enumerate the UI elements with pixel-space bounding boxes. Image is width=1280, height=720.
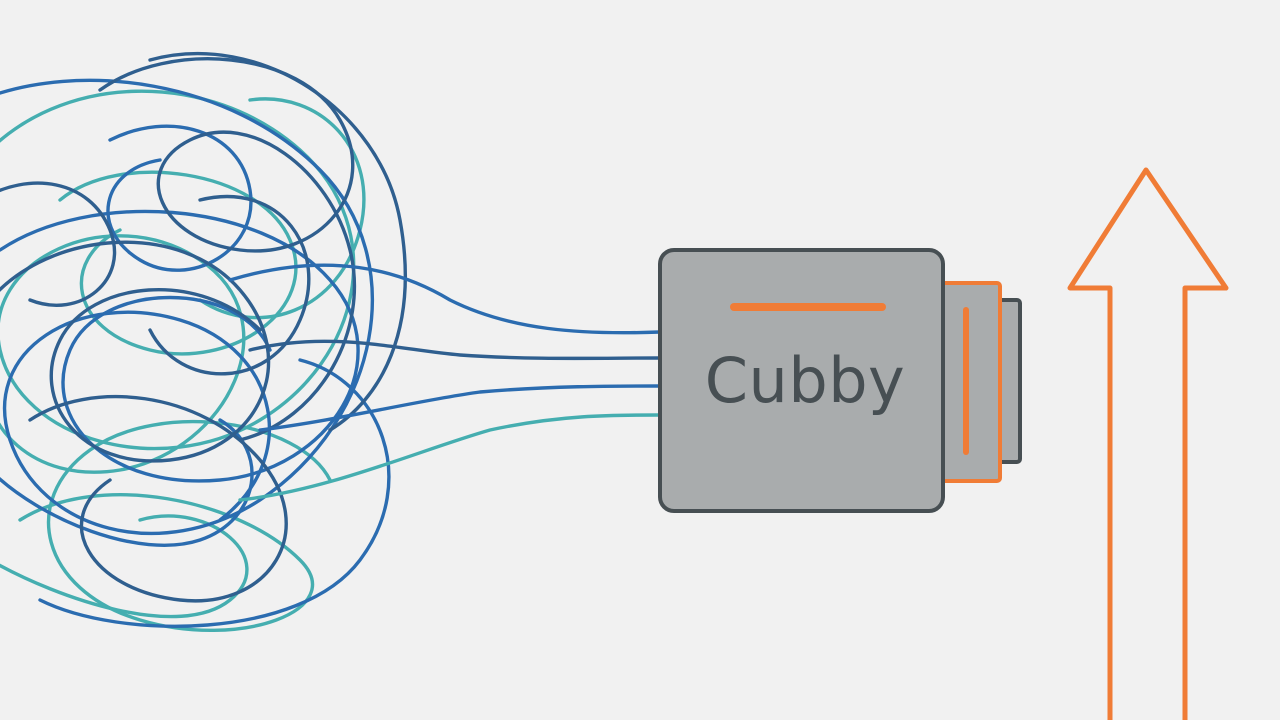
- device-body: [658, 248, 945, 513]
- device-label: Cubby: [705, 344, 906, 417]
- cable-lead: [258, 384, 662, 432]
- cable-strand: [38, 358, 391, 628]
- cable-lead: [238, 413, 662, 502]
- cable-strand: [0, 418, 254, 547]
- cable-strand: [106, 124, 253, 272]
- cable-lead: [228, 263, 662, 335]
- tangled-cables-icon: [0, 51, 662, 632]
- cable-strand: [0, 514, 249, 619]
- cable-strand: [148, 194, 311, 376]
- cable-strand: [0, 181, 117, 307]
- cable-strand: [28, 395, 288, 603]
- cable-strand: [0, 240, 271, 463]
- cable-strand: [18, 419, 332, 632]
- storage-device-icon: Cubby: [658, 248, 1022, 513]
- cable-strand: [98, 57, 356, 442]
- up-arrow-icon: [1067, 167, 1229, 720]
- device-connector: [938, 281, 1002, 483]
- cable-strand: [0, 209, 360, 483]
- cable-strand: [148, 51, 407, 432]
- cable-lead: [248, 339, 662, 361]
- cable-strand: [0, 78, 374, 536]
